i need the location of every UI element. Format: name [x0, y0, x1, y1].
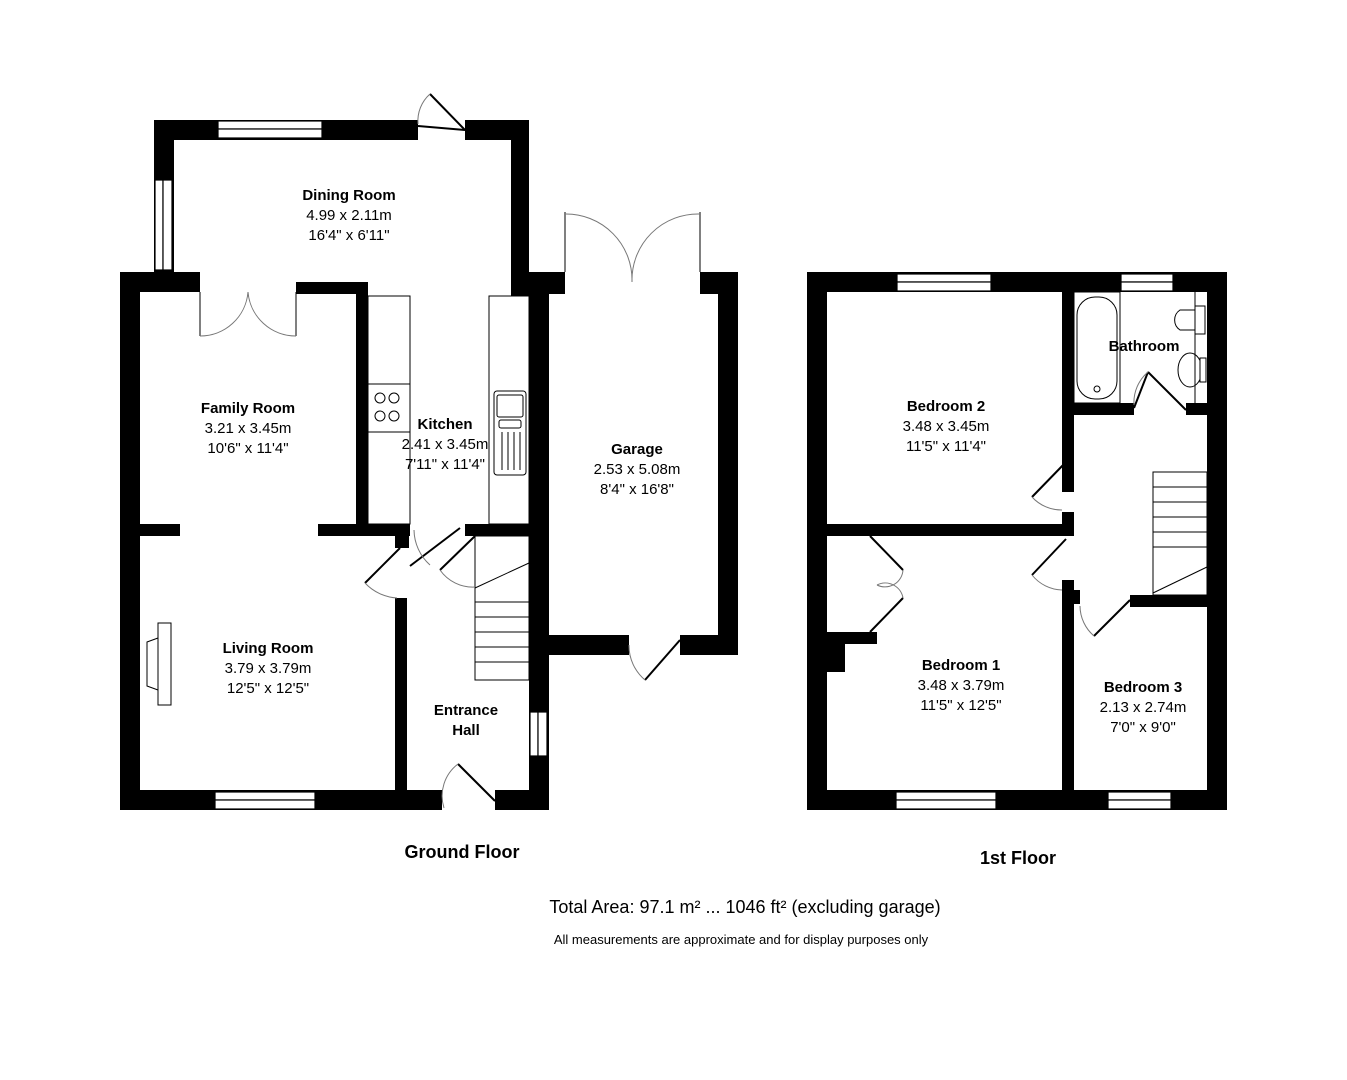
room-label-bedroom-1: Bedroom 1 3.48 x 3.79m 11'5" x 12'5": [918, 656, 1005, 716]
room-label-bedroom-3: Bedroom 3 2.13 x 2.74m 7'0" x 9'0": [1100, 678, 1187, 738]
room-dimensions-imperial: 11'5" x 12'5": [920, 697, 1002, 714]
room-dimensions-imperial: 12'5" x 12'5": [226, 680, 310, 697]
room-dimensions-imperial: 7'11" x 11'4": [404, 456, 486, 473]
first-floor-title: 1st Floor: [979, 848, 1057, 868]
ground-floor-walls: [120, 120, 738, 810]
room-name: Bedroom 3: [1103, 679, 1183, 696]
total-area: Total Area: 97.1 m² ... 1046 ft² (exclud…: [549, 897, 941, 917]
first-floor-stairs: [1152, 471, 1208, 596]
disclaimer: All measurements are approximate and for…: [553, 932, 929, 947]
ground-floor-title: Ground Floor: [404, 842, 520, 862]
room-label-entrance-hall: Entrance Hall: [434, 701, 498, 741]
room-dimensions-metric: 2.41 x 3.45m: [401, 436, 489, 453]
ground-floor-doors: [199, 93, 701, 809]
room-dimensions-metric: 2.53 x 5.08m: [593, 461, 681, 478]
room-dimensions-imperial: 10'6" x 11'4": [207, 440, 289, 457]
room-dimensions-metric: 3.79 x 3.79m: [224, 660, 312, 677]
room-label-living-room: Living Room 3.79 x 3.79m 12'5" x 12'5": [223, 639, 314, 699]
room-label-dining-room: Dining Room 4.99 x 2.11m 16'4" x 6'11": [302, 186, 395, 246]
room-label-kitchen: Kitchen 2.41 x 3.45m 7'11" x 11'4": [402, 415, 489, 475]
room-name-line2: Hall: [452, 722, 480, 739]
room-label-bathroom: Bathroom: [1109, 337, 1180, 357]
room-name: Bedroom 2: [906, 398, 986, 415]
room-name: Garage: [611, 441, 663, 458]
room-label-garage: Garage 2.53 x 5.08m 8'4" x 16'8": [594, 440, 681, 500]
room-dimensions-metric: 2.13 x 2.74m: [1099, 699, 1187, 716]
room-label-bedroom-2: Bedroom 2 3.48 x 3.45m 11'5" x 11'4": [903, 397, 990, 457]
room-label-family-room: Family Room 3.21 x 3.45m 10'6" x 11'4": [201, 399, 295, 459]
room-name: Entrance: [433, 702, 499, 719]
bathroom-fixtures: [1073, 291, 1207, 404]
room-dimensions-imperial: 8'4" x 16'8": [600, 481, 674, 498]
room-dimensions-imperial: 11'5" x 11'4": [905, 438, 987, 455]
room-name: Kitchen: [417, 416, 473, 433]
room-dimensions-imperial: 16'4" x 6'11": [308, 227, 390, 244]
first-floor-windows: [895, 273, 1174, 810]
room-dimensions-metric: 3.48 x 3.79m: [917, 677, 1005, 694]
room-name: Bedroom 1: [921, 657, 1001, 674]
room-dimensions-metric: 3.48 x 3.45m: [902, 418, 990, 435]
room-dimensions-imperial: 7'0" x 9'0": [1110, 719, 1176, 736]
room-name: Bathroom: [1108, 338, 1180, 355]
first-floor-doors: [869, 371, 1187, 637]
room-name: Living Room: [222, 640, 314, 657]
kitchen-units: [367, 295, 530, 525]
ground-floor-stairs: [474, 535, 530, 681]
ground-floor-windows: [146, 120, 548, 810]
room-name: Dining Room: [302, 187, 396, 204]
room-name: Family Room: [200, 400, 296, 417]
room-dimensions-metric: 3.21 x 3.45m: [204, 420, 292, 437]
room-dimensions-metric: 4.99 x 2.11m: [306, 207, 392, 224]
